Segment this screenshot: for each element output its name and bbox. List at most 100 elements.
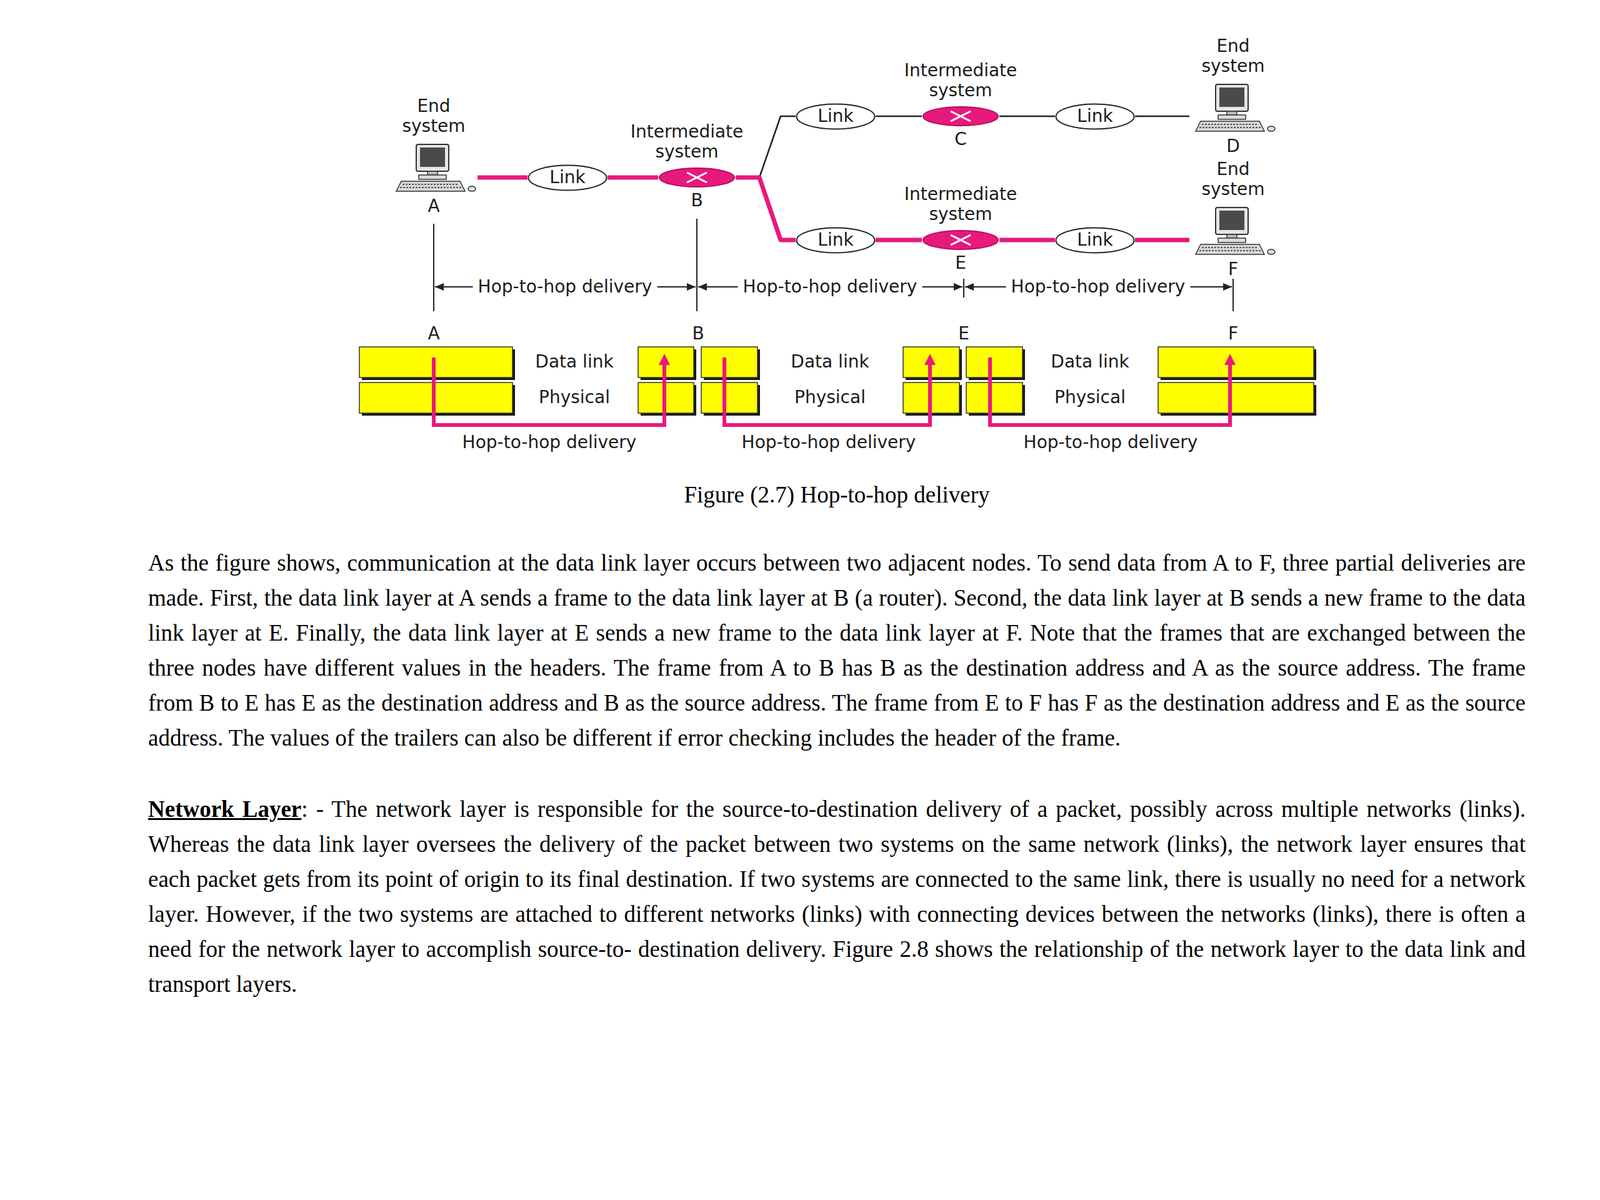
keyboard-keys xyxy=(1199,126,1261,129)
monitor-stand xyxy=(1226,111,1237,115)
router-body xyxy=(923,230,999,250)
layer-name: Physical xyxy=(794,387,866,408)
link-name: Link xyxy=(1076,230,1113,250)
layer-name: Data link xyxy=(790,351,869,372)
link-name: Link xyxy=(549,167,585,188)
router-symbol xyxy=(921,229,1000,251)
keyboard xyxy=(396,181,465,192)
layer-box xyxy=(701,346,758,378)
link-line xyxy=(735,116,796,178)
link-ellipse-outline xyxy=(1056,103,1135,129)
link-line xyxy=(875,238,922,243)
link-line xyxy=(735,177,796,240)
layer-box xyxy=(1158,346,1314,378)
layer-box xyxy=(966,382,1023,414)
link-line xyxy=(875,115,922,118)
link-ellipse: Link xyxy=(1055,226,1135,254)
node-letter: D xyxy=(1226,136,1240,157)
router-cross xyxy=(686,172,707,183)
monitor-stand xyxy=(427,171,438,175)
layer-box xyxy=(1158,382,1314,414)
section-heading: Network Layer xyxy=(148,796,302,822)
layer-name: Physical xyxy=(1054,387,1126,408)
paragraph: Network Layer: - The network layer is re… xyxy=(148,791,1526,1002)
link-ellipse-outline xyxy=(796,103,875,129)
mouse xyxy=(1267,126,1275,132)
router-body xyxy=(659,168,735,187)
screen xyxy=(1219,210,1245,230)
node-letter: A xyxy=(427,196,440,217)
monitor xyxy=(1215,207,1249,235)
hop-label: Hop-to-hop delivery xyxy=(462,432,637,453)
node-letter: B xyxy=(691,323,704,344)
layer-name: Data link xyxy=(1050,351,1129,372)
link-name: Link xyxy=(817,230,854,250)
router-cross xyxy=(686,172,707,183)
link-ellipse: Link xyxy=(1055,103,1135,130)
mouse xyxy=(1267,249,1275,255)
keyboard-keys xyxy=(1201,246,1259,249)
paragraph: As the figure shows, communication at th… xyxy=(148,545,1526,756)
link-ellipse: Link xyxy=(795,103,876,130)
layer-box xyxy=(359,382,513,414)
keyboard-keys xyxy=(400,186,462,189)
bracket-tick xyxy=(963,278,965,298)
layer-boxes xyxy=(359,346,1314,414)
monitor-stand xyxy=(1226,234,1237,239)
router-body xyxy=(923,106,999,126)
system-heading: Intermediate system xyxy=(904,184,1018,225)
system-heading: Intermediate system xyxy=(904,60,1018,101)
router-cross xyxy=(950,235,971,245)
router: Intermediate systemB xyxy=(658,166,736,189)
link-name: Link xyxy=(1076,106,1113,127)
end-system: End systemA xyxy=(390,143,478,194)
figure-caption: Figure (2.7) Hop-to-hop delivery xyxy=(683,477,990,513)
keyboard-keys xyxy=(402,183,459,185)
keyboard xyxy=(1195,244,1265,255)
link-ellipse-outline xyxy=(1056,227,1135,253)
layer-box xyxy=(966,346,1023,378)
bracket-tick xyxy=(696,218,698,312)
link-line xyxy=(1135,238,1190,243)
node-letter: E xyxy=(958,323,970,344)
router-cross xyxy=(950,111,971,122)
hop-label: Hop-to-hop delivery xyxy=(473,276,658,297)
link-line xyxy=(999,238,1055,243)
node-letter: F xyxy=(1228,323,1239,344)
hop-label: Hop-to-hop delivery xyxy=(741,432,917,453)
layer-box xyxy=(701,382,758,414)
mouse xyxy=(468,186,476,192)
computer-icon xyxy=(1189,206,1277,257)
node-letter: F xyxy=(1228,259,1239,280)
bracket-tick xyxy=(1232,278,1234,312)
computer-icon xyxy=(1189,83,1277,134)
monitor-base xyxy=(418,175,447,180)
link-line xyxy=(607,175,659,180)
link-ellipse-outline xyxy=(796,227,875,253)
node-letter: B xyxy=(690,190,703,211)
monitor xyxy=(416,144,449,172)
router-cross xyxy=(950,235,971,245)
layer-name: Data link xyxy=(535,351,614,372)
monitor xyxy=(1215,84,1249,112)
body-text: : - The network layer is responsible for… xyxy=(148,796,1526,997)
monitor-base xyxy=(1218,115,1246,120)
router: Intermediate systemC xyxy=(921,105,1000,127)
end-system: End systemD xyxy=(1189,83,1277,134)
hop-label: Hop-to-hop delivery xyxy=(1023,432,1199,453)
body-text: As the figure shows, communication at th… xyxy=(148,550,1526,751)
router-symbol xyxy=(921,105,1000,127)
screen xyxy=(1219,87,1245,107)
link-line xyxy=(477,175,528,180)
node-letter: E xyxy=(955,253,967,274)
link-line xyxy=(1135,115,1190,118)
router: Intermediate systemE xyxy=(921,229,1000,251)
link-ellipse: Link xyxy=(795,226,876,254)
system-heading: End system xyxy=(1201,36,1265,77)
end-system: End systemF xyxy=(1189,206,1277,257)
router-symbol xyxy=(658,166,736,189)
hop-label: Hop-to-hop delivery xyxy=(1006,276,1191,297)
screen xyxy=(420,147,445,167)
keyboard-keys xyxy=(1201,123,1259,125)
keyboard xyxy=(1195,121,1265,132)
